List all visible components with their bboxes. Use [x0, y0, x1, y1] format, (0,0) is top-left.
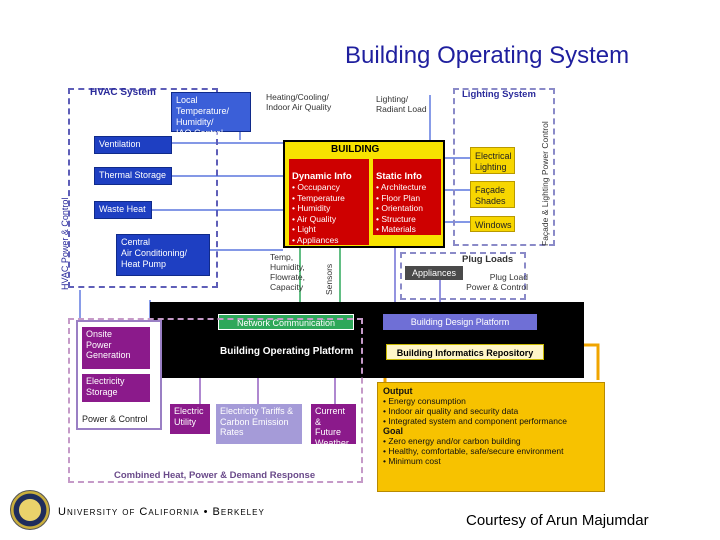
- university-name: University of California • Berkeley: [58, 506, 265, 518]
- goal-items: • Zero energy and/or carbon building • H…: [383, 436, 564, 466]
- lighting-frame: [453, 88, 555, 246]
- sensors-label: Sensors: [324, 263, 334, 295]
- thermal-storage-box: Thermal Storage: [94, 167, 172, 185]
- hvac-power-label: HVAC Power & Control: [60, 197, 70, 290]
- chp-frame: [68, 318, 363, 483]
- hvac-label: HVAC System: [90, 87, 156, 98]
- dynamic-info-items: • Occupancy • Temperature • Humidity • A…: [292, 182, 345, 245]
- building-box: BUILDING Dynamic Info• Occupancy • Tempe…: [283, 140, 445, 248]
- lighting-load-label: Lighting/ Radiant Load: [376, 94, 427, 114]
- local-control-box: Local Temperature/ Humidity/ IAQ Control: [171, 92, 251, 138]
- weather-box: Current & Future Weather: [311, 404, 356, 448]
- facade-power-label: Façade & Lighting Power Control: [540, 121, 550, 246]
- dynamic-info-title: Dynamic Info: [292, 170, 352, 182]
- windows-box: Windows: [470, 216, 515, 232]
- static-info-items: • Architecture • Floor Plan • Orientatio…: [376, 182, 427, 234]
- lighting-label: Lighting System: [462, 89, 536, 100]
- plug-loads-label: Plug Loads: [462, 254, 514, 265]
- university-seal-logo: [10, 490, 50, 530]
- onsite-power-generation-box: Onsite Power Generation: [82, 327, 150, 369]
- tariffs-emission-box: Electricity Tariffs & Carbon Emission Ra…: [216, 404, 302, 444]
- output-title: Output: [383, 386, 413, 396]
- static-info-box: Static Info• Architecture • Floor Plan •…: [373, 159, 441, 235]
- ventilation-box: Ventilation: [94, 136, 172, 154]
- platform-block: Network Communication Building Design Pl…: [150, 302, 584, 378]
- central-ac-box: Central Air Conditioning/ Heat Pump: [116, 234, 210, 276]
- building-informatics-repository-box: Building Informatics Repository: [386, 344, 544, 360]
- chp-label: Combined Heat, Power & Demand Response: [114, 470, 316, 481]
- courtesy-credit: Courtesy of Arun Majumdar: [466, 512, 649, 529]
- power-control-label: Power & Control: [82, 414, 148, 424]
- dynamic-info-box: Dynamic Info• Occupancy • Temperature • …: [289, 159, 369, 245]
- building-design-platform-box: Building Design Platform: [383, 314, 537, 330]
- facade-shades-box: Façade Shades: [470, 181, 515, 208]
- heating-cooling-label: Heating/Cooling/ Indoor Air Quality: [266, 92, 332, 112]
- output-goal-box: Output • Energy consumption • Indoor air…: [377, 382, 605, 492]
- electricity-storage-box: Electricity Storage: [82, 374, 150, 402]
- waste-heat-box: Waste Heat: [94, 201, 152, 219]
- appliances-box: Appliances: [405, 266, 463, 280]
- output-items: • Energy consumption • Indoor air qualit…: [383, 396, 567, 426]
- goal-title: Goal: [383, 426, 404, 436]
- building-title: BUILDING: [331, 144, 380, 155]
- sensor-readings: Temp, Humidity, Flowrate, Capacity: [270, 252, 305, 292]
- electrical-lighting-box: Electrical Lighting: [470, 147, 515, 174]
- building-operating-platform-label: Building Operating Platform: [220, 346, 354, 357]
- hvac-frame: [68, 88, 218, 288]
- electric-utility-box: Electric Utility: [170, 404, 210, 434]
- plug-loads-frame: [400, 252, 526, 300]
- static-info-title: Static Info: [376, 170, 422, 182]
- plug-load-power-label: Plug Load Power & Control: [466, 272, 528, 292]
- slide-title: Building Operating System: [345, 42, 630, 69]
